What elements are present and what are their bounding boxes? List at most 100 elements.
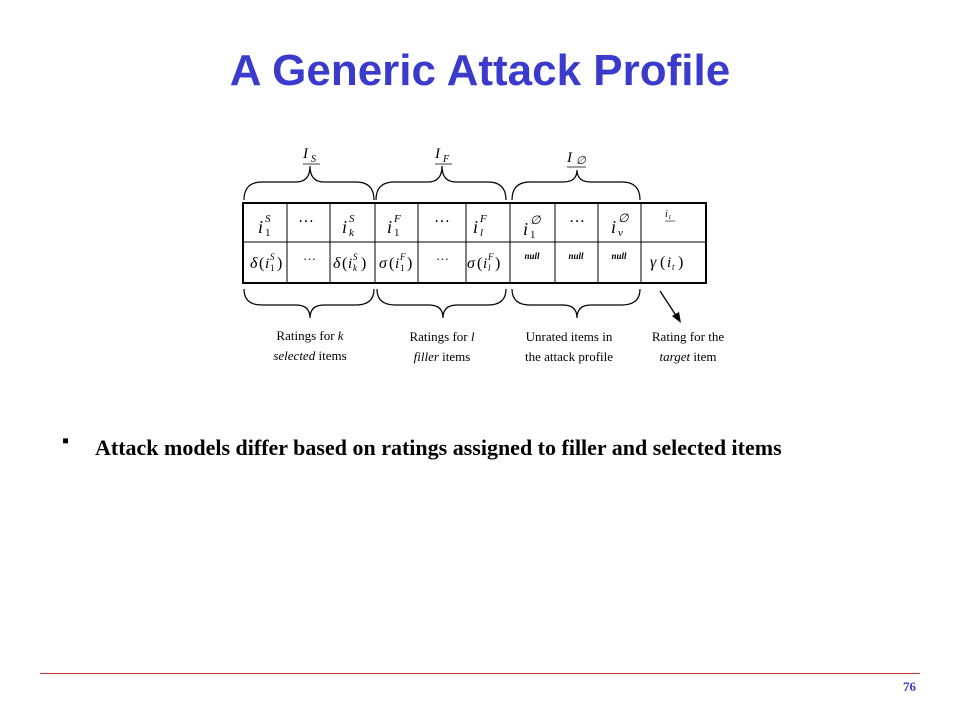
svg-text:1: 1 <box>400 263 405 273</box>
svg-text:i: i <box>611 217 616 237</box>
header-cell-filler-dots: … <box>434 209 450 226</box>
rating-cell-filler-dots: … <box>436 248 449 263</box>
header-cell-selected-dots: … <box>298 209 314 226</box>
svg-text:F: F <box>399 252 406 262</box>
svg-text:k: k <box>349 227 355 239</box>
svg-text:1: 1 <box>530 229 536 241</box>
svg-text:v: v <box>618 227 623 239</box>
svg-text:l: l <box>488 263 491 273</box>
svg-text:F: F <box>442 154 450 165</box>
set-label-filler: I F <box>434 146 452 165</box>
svg-text:filler items: filler items <box>414 349 471 364</box>
svg-text:i: i <box>483 256 487 272</box>
svg-text:(: ( <box>342 255 347 272</box>
header-cell-unrated-first: i ∅ 1 <box>523 213 541 241</box>
svg-text:i: i <box>258 217 263 237</box>
header-cell-unrated-dots: … <box>569 209 585 226</box>
svg-text:i: i <box>387 217 392 237</box>
bullet-icon: ▪ <box>62 430 70 452</box>
header-cell-target: i t <box>665 209 675 222</box>
rating-cell-selected-first: δ ( i S 1 ) <box>250 252 282 273</box>
bullet-text: Attack models differ based on ratings as… <box>95 435 782 460</box>
svg-text:Unrated items in: Unrated items in <box>526 329 613 344</box>
svg-text:δ: δ <box>250 255 258 272</box>
svg-text:1: 1 <box>265 227 271 239</box>
svg-text:S: S <box>265 213 271 225</box>
svg-text:(: ( <box>389 255 394 272</box>
svg-text:selected items: selected items <box>273 348 346 363</box>
svg-text:1: 1 <box>270 263 275 273</box>
svg-text:Rating for the: Rating for the <box>652 329 724 344</box>
svg-text:I: I <box>434 146 441 162</box>
caption-selected: Ratings for k selected items <box>273 328 346 363</box>
top-brace-selected <box>243 165 375 201</box>
set-label-unrated: I ∅ <box>566 150 586 168</box>
svg-text:∅: ∅ <box>530 213 541 227</box>
svg-text:(: ( <box>660 254 665 271</box>
rating-cell-target: γ ( i t ) <box>650 254 683 272</box>
svg-text:k: k <box>353 263 358 273</box>
svg-text:): ) <box>407 255 412 272</box>
rating-cell-filler-first: σ ( i F 1 ) <box>379 252 412 273</box>
caption-target: Rating for the target item <box>652 329 724 364</box>
svg-text:l: l <box>480 227 483 239</box>
profile-table <box>242 202 707 284</box>
svg-text:S: S <box>349 213 355 225</box>
svg-text:the attack profile: the attack profile <box>525 349 613 364</box>
rating-cell-null-1: null <box>524 251 540 261</box>
svg-text:F: F <box>479 213 487 225</box>
header-cell-selected-last: i S k <box>342 213 355 239</box>
svg-text:F: F <box>487 252 494 262</box>
top-brace-unrated <box>511 169 641 201</box>
svg-text:i: i <box>667 255 671 271</box>
svg-text:(: ( <box>477 255 482 272</box>
rating-cell-selected-last: δ ( i S k ) <box>333 252 366 273</box>
svg-text:∅: ∅ <box>576 155 586 167</box>
svg-text:t: t <box>672 262 675 272</box>
set-label-selected: I S <box>302 146 320 165</box>
rating-cell-null-2: null <box>568 251 584 261</box>
svg-text:I: I <box>302 146 309 162</box>
target-arrow <box>659 290 681 323</box>
svg-text:Ratings for l: Ratings for l <box>409 329 474 344</box>
svg-text:i: i <box>523 219 528 239</box>
svg-text:i: i <box>395 256 399 272</box>
svg-text:Ratings for k: Ratings for k <box>276 328 343 343</box>
svg-text:σ: σ <box>379 255 388 272</box>
slide-title: A Generic Attack Profile <box>229 46 731 95</box>
header-cell-unrated-last: i ∅ v <box>611 211 629 239</box>
svg-text:): ) <box>277 255 282 272</box>
page-number: 76 <box>903 679 916 694</box>
svg-text:i: i <box>342 217 347 237</box>
svg-text:target item: target item <box>660 349 717 364</box>
svg-text:∅: ∅ <box>618 211 629 225</box>
svg-text:(: ( <box>259 255 264 272</box>
svg-text:S: S <box>270 252 275 262</box>
rating-cell-filler-last: σ ( i F l ) <box>467 252 500 273</box>
svg-text:σ: σ <box>467 255 476 272</box>
svg-text:δ: δ <box>333 255 341 272</box>
svg-text:S: S <box>311 154 316 165</box>
header-cell-filler-last: i F l <box>473 213 487 239</box>
svg-text:F: F <box>393 213 401 225</box>
bottom-brace-unrated <box>511 288 641 319</box>
svg-text:): ) <box>678 254 683 271</box>
svg-text:i: i <box>348 256 352 272</box>
svg-text:i: i <box>265 256 269 272</box>
rating-cell-null-3: null <box>611 251 627 261</box>
header-cell-selected-first: i S 1 <box>258 213 271 239</box>
caption-unrated: Unrated items in the attack profile <box>525 329 613 364</box>
bottom-brace-filler <box>376 288 507 319</box>
rating-cell-selected-dots: … <box>303 248 316 263</box>
svg-text:): ) <box>495 255 500 272</box>
svg-text:i: i <box>473 217 478 237</box>
bottom-brace-selected <box>243 288 375 319</box>
header-cell-filler-first: i F 1 <box>387 213 401 239</box>
svg-text:t: t <box>669 213 672 221</box>
top-brace-filler <box>375 165 507 201</box>
svg-text:i: i <box>665 209 668 220</box>
svg-text:): ) <box>361 255 366 272</box>
svg-text:S: S <box>353 252 358 262</box>
svg-text:I: I <box>566 150 573 166</box>
